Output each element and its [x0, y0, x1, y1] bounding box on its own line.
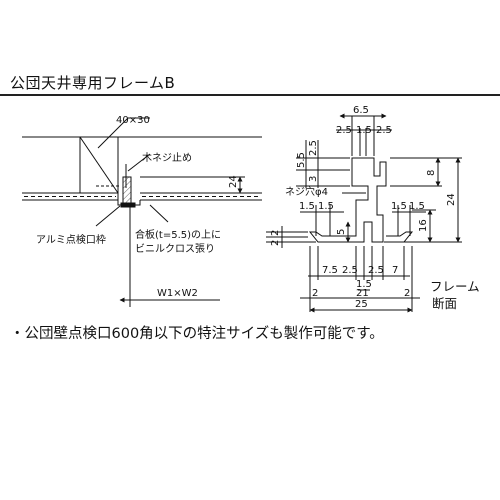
- frame-section-drawing: [266, 113, 462, 313]
- bot-total-right-dim: 2: [404, 288, 410, 299]
- screw-label: 木ネジ止め: [142, 152, 192, 164]
- right-v3-dim: 16: [418, 219, 429, 232]
- top-width-dim: 6.5: [353, 105, 369, 116]
- page-title: 公団天井専用フレームB: [10, 74, 176, 92]
- mid-right-b-dim: 1.5: [409, 201, 425, 212]
- top-seg-b-dim: 1.5: [356, 125, 372, 136]
- mid-right-a-dim: 1.5: [391, 201, 407, 212]
- bot-seg3-dim: 2.5: [368, 265, 384, 276]
- height-dim: 24: [228, 175, 239, 188]
- bot-total-left-dim: 2: [312, 288, 318, 299]
- bot-center-dim: 1.5: [356, 279, 372, 290]
- mid-left-b-dim: 1.5: [318, 201, 334, 212]
- flange-v2-dim: 2: [270, 240, 281, 246]
- left-v2-dim: 2.5: [308, 140, 319, 156]
- board-label-line2: ビニルクロス張り: [135, 243, 215, 255]
- section-label-line2: 断面: [432, 296, 457, 311]
- joist-label: 40×30: [116, 115, 150, 126]
- bot-seg2-dim: 2.5: [342, 265, 358, 276]
- opening-label: W1×W2: [157, 288, 198, 299]
- bot-total-mid-dim: 21: [356, 288, 369, 299]
- top-seg-a-dim: 2.5: [336, 125, 352, 136]
- custom-size-note: ・公団壁点検口600角以下の特注サイズも製作可能です。: [10, 326, 384, 342]
- bot-seg1-dim: 7.5: [322, 265, 338, 276]
- section-label-line1: フレーム: [430, 279, 480, 294]
- ceiling-detail-drawing: [22, 117, 262, 307]
- left-v1-dim: 5.5: [296, 152, 307, 168]
- left-v3-dim: 3: [308, 176, 319, 182]
- board-label-line1: 合板(t=5.5)の上に: [135, 228, 221, 241]
- top-seg-c-dim: 2.5: [376, 125, 392, 136]
- right-v2-dim: 24: [446, 193, 457, 206]
- mid-left-a-dim: 1.5: [299, 201, 315, 212]
- frame-label: アルミ点検口枠: [36, 233, 106, 246]
- bot-seg4-dim: 7: [392, 265, 398, 276]
- hole-label: ネジ穴φ4: [285, 185, 328, 198]
- title-divider: [0, 94, 500, 96]
- slot-dim: 5: [336, 229, 347, 235]
- right-v1-dim: 8: [426, 170, 437, 176]
- cropped-bottom-strip: [0, 492, 500, 500]
- overall-dim: 25: [355, 299, 368, 310]
- flange-v1-dim: 2: [270, 230, 281, 236]
